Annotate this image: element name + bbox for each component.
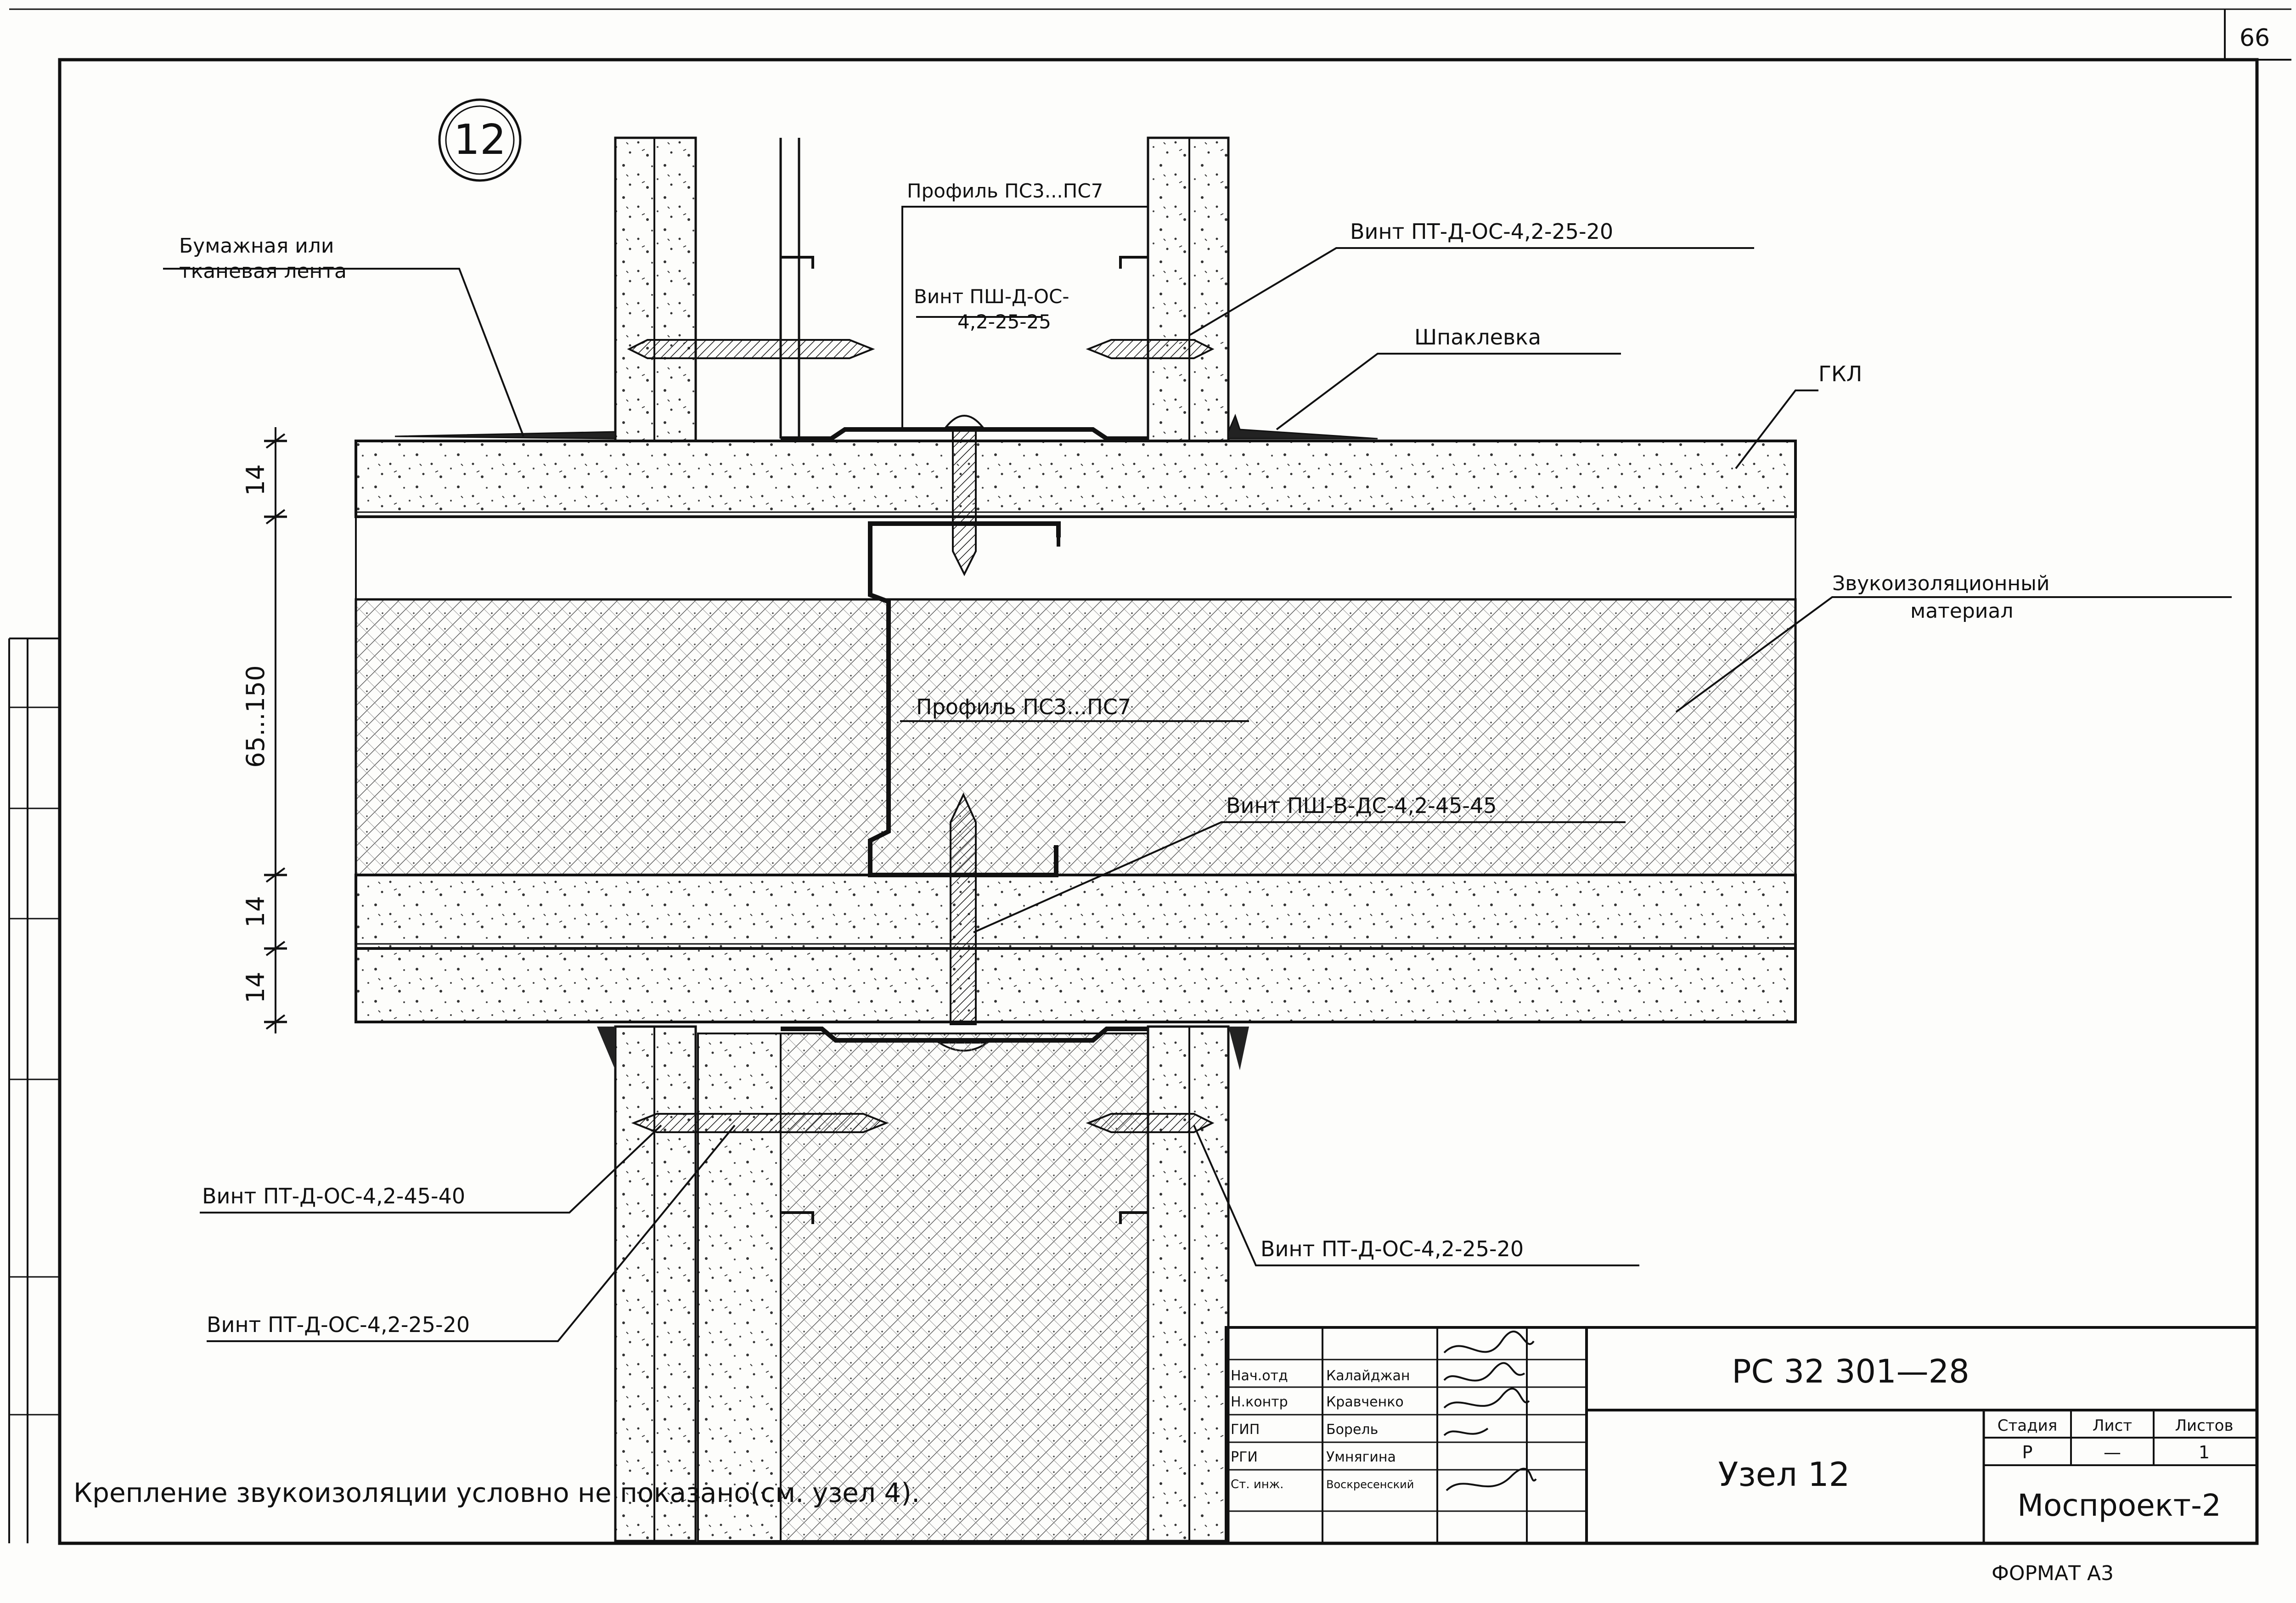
label-profile-top: Профиль ПС3...ПС7: [907, 180, 1103, 202]
label-tape-1: Бумажная или: [179, 234, 334, 258]
sheets-header: Листов: [2175, 1417, 2233, 1435]
dim-top-board: 14: [241, 464, 270, 496]
organization: Моспроект-2: [2017, 1488, 2221, 1523]
node-number: 12: [454, 116, 506, 164]
upper-partition: [614, 136, 1230, 442]
label-tape-2: тканевая лента: [179, 260, 347, 283]
sig-name-3: Борель: [1326, 1422, 1378, 1438]
lower-partition: [597, 1025, 1249, 1542]
title-block-text: РС 32 301—28 Узел 12 Моспроект-2 Стадия …: [1231, 1353, 2234, 1523]
sig-role-2: Н.контр: [1231, 1394, 1288, 1410]
page-number-box: 66: [2240, 24, 2270, 52]
stage-value: Р: [2022, 1442, 2033, 1462]
label-insulation-1: Звукоизоляционный: [1832, 572, 2050, 595]
sig-role-3: ГИП: [1231, 1422, 1260, 1438]
signature-marks: [1443, 1330, 1537, 1491]
sig-role-1: Нач.отд: [1231, 1368, 1288, 1384]
label-insulation-2: материал: [1910, 599, 2013, 623]
sheets-value: 1: [2199, 1442, 2210, 1462]
sheet-title: Узел 12: [1718, 1455, 1850, 1494]
label-gkl: ГКЛ: [1818, 361, 1862, 386]
callout-labels: Бумажная или тканевая лента Профиль ПС3.…: [179, 180, 2050, 1337]
sheet-frame: [8, 8, 2291, 1545]
dim-board-3: 14: [241, 972, 270, 1004]
footer-note: Крепление звукоизоляции условно не показ…: [73, 1477, 920, 1508]
dim-board-2: 14: [241, 896, 270, 928]
dimension-labels: 14 65...150 14 14: [241, 464, 270, 1004]
sig-role-5: Ст. инж.: [1231, 1478, 1283, 1491]
sig-role-4: РГИ: [1231, 1449, 1258, 1465]
node-badge: 12: [438, 98, 522, 182]
sig-name-1: Калайджан: [1326, 1368, 1410, 1384]
format-label: ФОРМАТ А3: [1992, 1562, 2114, 1585]
label-screw-bottom-right: Винт ПТ-Д-ОС-4,2-25-20: [1261, 1236, 1524, 1261]
sig-name-2: Кравченко: [1326, 1394, 1404, 1410]
sig-name-4: Умнягина: [1326, 1449, 1396, 1465]
sheet-header: Лист: [2093, 1417, 2132, 1435]
sig-name-5: Воскресенский: [1326, 1478, 1414, 1491]
dim-gap: 65...150: [241, 665, 270, 768]
label-screw-top-center-2: 4,2-25-25: [957, 310, 1051, 333]
page-number: 66: [2240, 24, 2270, 52]
label-putty: Шпаклевка: [1414, 325, 1541, 350]
label-screw-bottom-left-1: Винт ПТ-Д-ОС-4,2-45-40: [202, 1184, 465, 1208]
label-screw-mid: Винт ПШ-В-ДС-4,2-45-45: [1226, 793, 1497, 818]
sheet-value: —: [2104, 1442, 2121, 1462]
label-profile-mid: Профиль ПС3...ПС7: [916, 694, 1131, 719]
insulation-layer: [355, 598, 1797, 876]
label-screw-top-right: Винт ПТ-Д-ОС-4,2-25-20: [1350, 219, 1613, 244]
label-screw-top-center-1: Винт ПШ-Д-ОС-: [914, 285, 1069, 308]
label-screw-bottom-left-2: Винт ПТ-Д-ОС-4,2-25-20: [207, 1312, 470, 1337]
dimension-line: [264, 427, 287, 1033]
lower-screws: [631, 1113, 1215, 1133]
ceiling-assembly: [355, 440, 1797, 1052]
doc-code: РС 32 301—28: [1732, 1353, 1969, 1390]
putty-fillets: [394, 413, 1378, 440]
leader-lines: [163, 206, 2232, 1342]
node-circle: [438, 98, 522, 182]
stage-header: Стадия: [1998, 1417, 2057, 1435]
